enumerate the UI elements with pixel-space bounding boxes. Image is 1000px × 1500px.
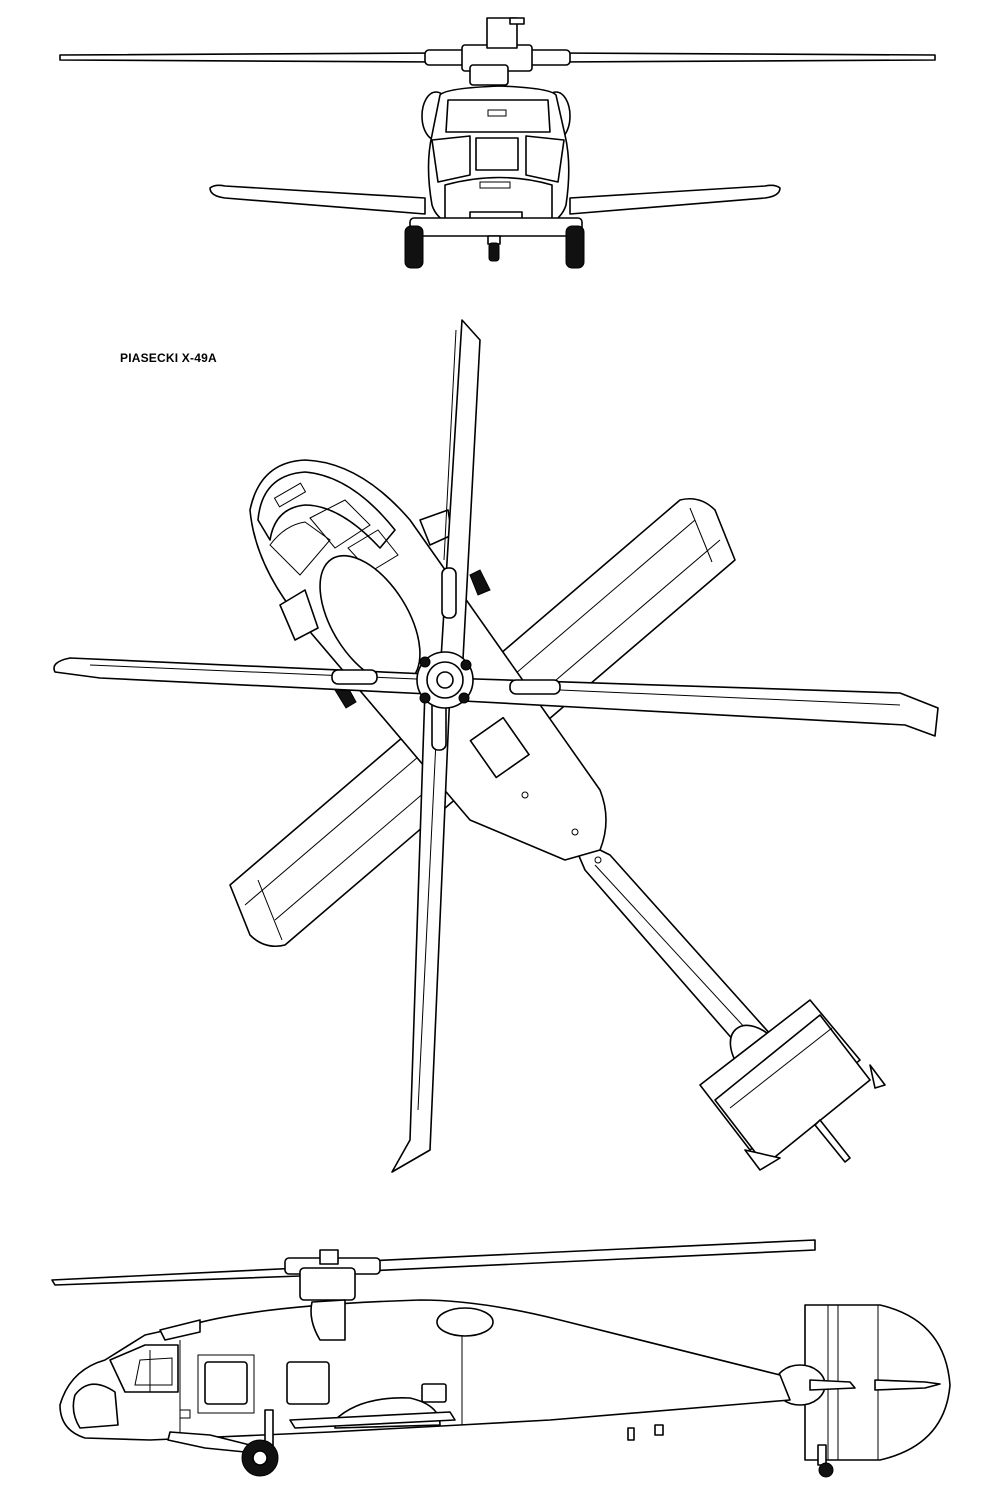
side-main-rotor — [51, 1239, 816, 1301]
top-view — [53, 319, 939, 1173]
front-view — [59, 17, 936, 269]
top-rotor-hub — [416, 651, 474, 709]
side-landing-gear — [167, 1409, 279, 1477]
front-landing-gear — [404, 217, 585, 269]
front-wing — [209, 184, 781, 215]
front-main-rotor — [59, 17, 936, 86]
side-tail — [774, 1304, 951, 1478]
front-fuselage — [427, 85, 570, 237]
side-fuselage — [59, 1299, 791, 1441]
drawing-title: PIASECKI X-49A — [120, 351, 217, 365]
top-tail-boom — [569, 834, 886, 1171]
side-view — [51, 1239, 951, 1478]
